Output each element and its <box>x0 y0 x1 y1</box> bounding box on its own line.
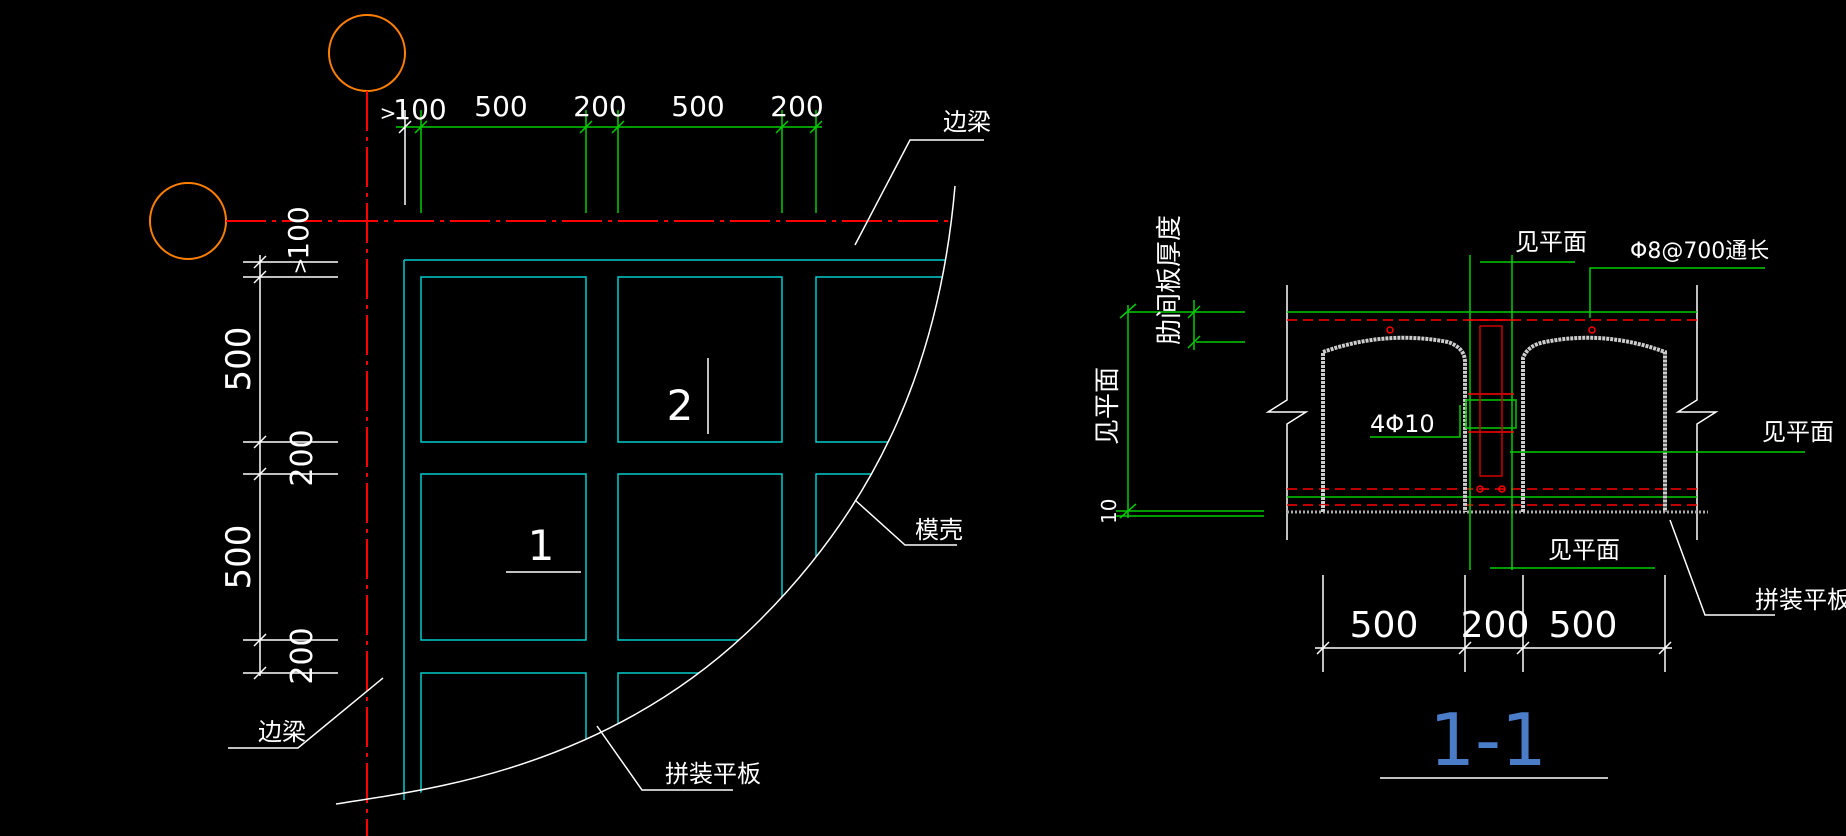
top-dim-3: 500 <box>671 90 724 123</box>
leader-lines <box>228 139 984 791</box>
label-bottom-dim: 10 <box>1097 499 1121 524</box>
left-dim-0: 100 <box>282 206 315 259</box>
top-dimension-texts: > 100 500 200 500 200 <box>380 90 824 126</box>
rib <box>1386 255 1596 570</box>
slab-lines <box>1287 311 1708 514</box>
section-dim-2: 500 <box>1549 605 1618 646</box>
label-see-plan-left: 见平面 <box>1093 367 1123 445</box>
label-edge-beam-left: 边梁 <box>258 718 306 746</box>
label-shell: 模壳 <box>915 516 963 544</box>
section-bottom-dim-texts: 500 200 500 <box>1350 605 1618 646</box>
label-see-plan-top: 见平面 <box>1515 228 1587 256</box>
section-mark-1-label: 1 <box>528 521 555 570</box>
panel-r2c2 <box>617 473 783 641</box>
panel-r2c1 <box>420 473 587 641</box>
left-dim-prefix: > <box>288 258 312 275</box>
shells <box>1321 335 1667 512</box>
left-dim-3: 500 <box>219 525 259 590</box>
shell-left <box>1321 335 1467 512</box>
label-rebar-through: Φ8@700通长 <box>1630 239 1769 264</box>
section-mark-2-label: 2 <box>667 381 694 430</box>
section-bottom-dims <box>1315 575 1672 672</box>
top-dim-0: 100 <box>393 93 446 126</box>
label-edge-beam-top: 边梁 <box>943 108 991 136</box>
section-mark-2: 2 <box>667 358 709 434</box>
section-boundaries <box>1265 285 1719 540</box>
curved-boundary <box>335 185 956 805</box>
left-dimension-chain <box>243 255 338 680</box>
panel-r1c1 <box>420 276 587 443</box>
top-dim-4: 200 <box>770 90 823 123</box>
left-dim-2: 200 <box>285 429 320 486</box>
panel-r3c1 <box>420 672 587 800</box>
top-dim-1: 500 <box>474 90 527 123</box>
section-mark-1: 1 <box>506 521 581 573</box>
label-rib-slab-thickness: 肋间板厚度 <box>1155 215 1185 345</box>
shell-right <box>1521 335 1667 512</box>
section-thickness-dims <box>1116 300 1264 519</box>
label-bars: 4Φ10 <box>1370 410 1435 438</box>
section-view: 见平面 Φ8@700通长 肋间板厚度 见平面 10 4Φ10 见平面 见平面 拼… <box>1093 215 1846 782</box>
section-dim-1: 200 <box>1461 605 1530 646</box>
label-see-plan-right: 见平面 <box>1762 418 1834 446</box>
label-assembled-slab-plan: 拼装平板 <box>665 760 761 788</box>
top-dim-prefix: > <box>380 101 397 125</box>
top-dimension-chain <box>396 110 823 213</box>
left-dim-1: 500 <box>219 327 259 392</box>
label-assembled-slab-section: 拼装平板 <box>1755 586 1846 614</box>
left-dim-4: 200 <box>285 627 320 684</box>
left-dimension-texts: > 100 500 200 500 200 <box>219 206 320 684</box>
top-dim-2: 200 <box>573 90 626 123</box>
section-dim-0: 500 <box>1350 605 1419 646</box>
label-see-plan-bottom: 见平面 <box>1548 536 1620 564</box>
section-title: 1-1 <box>1429 698 1547 782</box>
section-leaders <box>1370 261 1805 616</box>
plan-view: > 100 500 200 500 200 > 100 500 <box>149 14 1080 836</box>
panel-r1c2 <box>617 276 783 443</box>
